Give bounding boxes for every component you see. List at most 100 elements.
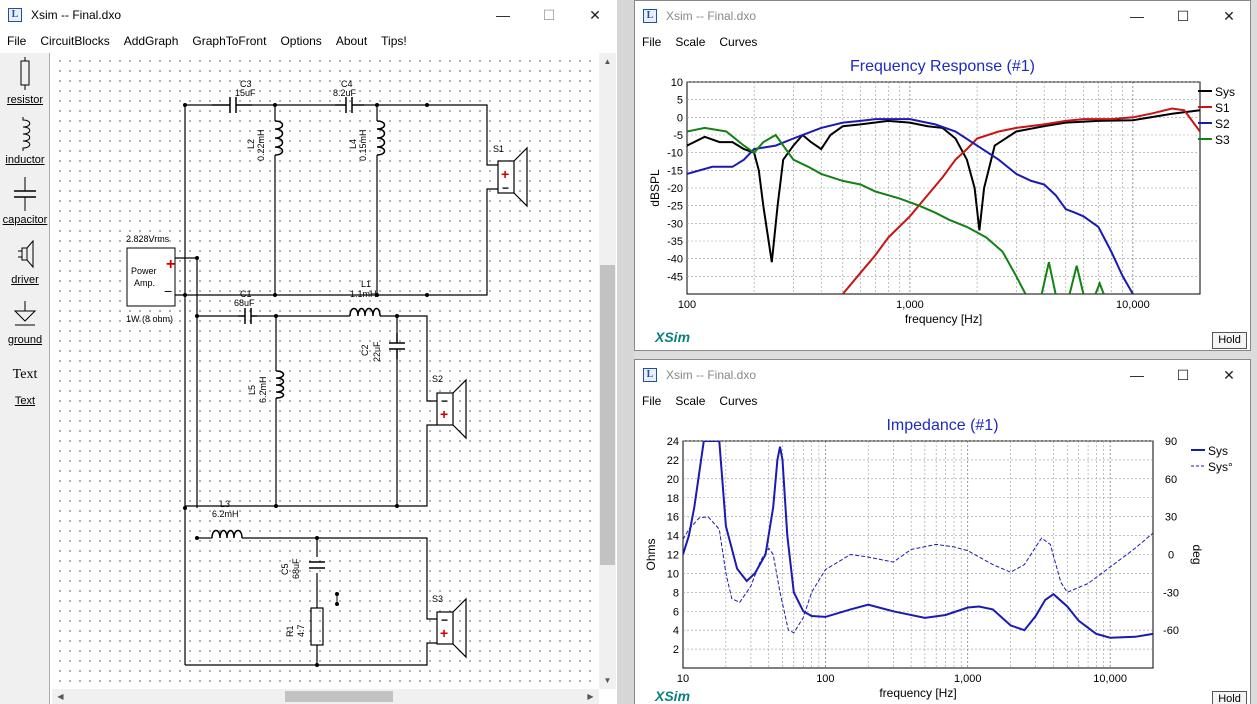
svg-text:+: + <box>166 256 175 273</box>
legend-label: S2 <box>1215 117 1230 131</box>
maximize-icon[interactable]: ☐ <box>542 6 556 23</box>
maximize-icon[interactable]: ☐ <box>1176 7 1190 24</box>
c3-value: 15uF <box>235 88 256 98</box>
c2-value: 22uF <box>372 341 382 362</box>
window-title: Xsim -- Final.dxo <box>666 368 757 382</box>
series-line-s2 <box>687 118 1134 294</box>
c1-value: 68uF <box>234 298 255 308</box>
freq-titlebar[interactable]: L Xsim -- Final.dxo — ☐ ✕ <box>635 1 1250 31</box>
scroll-right-icon[interactable]: ▶ <box>587 692 594 701</box>
tool-label: Text <box>14 395 36 407</box>
background-window-edge <box>617 0 634 704</box>
tool-text[interactable]: Text Text <box>0 367 50 407</box>
y-tick-label: 2 <box>673 644 679 656</box>
menu-circuitblocks[interactable]: CircuitBlocks <box>40 34 110 48</box>
inductor-l5 <box>275 370 285 399</box>
menu-options[interactable]: Options <box>280 34 322 48</box>
y-tick-label: -40 <box>667 254 683 266</box>
svg-text:+: + <box>440 406 448 422</box>
menu-file[interactable]: File <box>7 34 27 48</box>
r1-name: R1 <box>285 625 295 637</box>
scroll-thumb[interactable] <box>285 691 393 702</box>
imp-menubar: File Scale Curves <box>635 390 1250 412</box>
tool-driver[interactable]: driver <box>0 237 50 286</box>
menu-scale[interactable]: Scale <box>675 35 706 49</box>
hold-button[interactable]: Hold <box>1212 691 1247 704</box>
y2-tick-label: 30 <box>1165 512 1177 524</box>
tool-label: resistor <box>6 94 44 106</box>
capacitor-c2 <box>389 333 405 359</box>
series-line-s3 <box>1094 280 1105 294</box>
y-tick-label: 0 <box>677 112 683 124</box>
y-tick-label: -5 <box>673 130 683 142</box>
schematic-window: L Xsim -- Final.dxo — ☐ ✕ File CircuitBl… <box>0 0 618 704</box>
close-icon[interactable]: ✕ <box>589 6 601 23</box>
menu-graphtofront[interactable]: GraphToFront <box>192 34 267 48</box>
x-tick-label: 100 <box>678 299 696 311</box>
r1-value: 4.7 <box>296 624 306 637</box>
y-tick-label: 5 <box>677 95 683 107</box>
x-axis-label: frequency [Hz] <box>879 686 956 700</box>
x-tick-label: 10 <box>677 673 689 685</box>
minimize-icon[interactable]: — <box>1130 367 1144 383</box>
y-tick-label: 14 <box>667 531 679 543</box>
hold-button[interactable]: Hold <box>1212 332 1247 349</box>
y-tick-label: -45 <box>667 271 683 283</box>
schematic-titlebar[interactable]: L Xsim -- Final.dxo — ☐ ✕ <box>0 0 617 30</box>
amp-power-label: 1W (8 ohm) <box>126 314 173 324</box>
c2-name: C2 <box>360 344 370 356</box>
schematic-horizontal-scrollbar[interactable]: ◀ ▶ <box>52 689 599 704</box>
tool-capacitor[interactable]: capacitor <box>0 177 50 226</box>
scroll-down-icon[interactable]: ▼ <box>603 676 612 685</box>
driver-s3-symbol <box>436 597 467 659</box>
schematic-vertical-scrollbar[interactable]: ▲ ▼ <box>599 53 616 689</box>
menu-scale[interactable]: Scale <box>675 394 706 408</box>
scroll-thumb[interactable] <box>600 265 615 565</box>
maximize-icon[interactable]: ☐ <box>1176 366 1190 383</box>
imp-titlebar[interactable]: L Xsim -- Final.dxo — ☐ ✕ <box>635 360 1250 390</box>
tool-ground[interactable]: ground <box>0 297 50 346</box>
menu-curves[interactable]: Curves <box>719 35 758 49</box>
s1-name: S1 <box>493 144 504 154</box>
schematic-canvas[interactable]: + − +− −+ −+ 2.828Vrms Power Amp. <box>52 53 599 689</box>
legend-label: Sys <box>1208 444 1228 458</box>
c1-name: C1 <box>240 289 252 299</box>
tool-label: driver <box>11 274 39 286</box>
inductor-l2 <box>274 120 284 156</box>
schematic-menubar: File CircuitBlocks AddGraph GraphToFront… <box>0 30 617 52</box>
tool-resistor[interactable]: resistor <box>0 57 50 106</box>
menu-curves[interactable]: Curves <box>719 394 758 408</box>
crossover-schematic: + − +− −+ −+ 2.828Vrms Power Amp. <box>126 79 528 667</box>
scroll-up-icon[interactable]: ▲ <box>603 57 612 66</box>
menu-file[interactable]: File <box>642 35 662 49</box>
minimize-icon[interactable]: — <box>496 7 510 23</box>
xsim-logo: XSim <box>655 688 691 704</box>
scroll-left-icon[interactable]: ◀ <box>57 692 64 701</box>
c3-name: C3 <box>240 79 252 89</box>
capacitor-c1 <box>238 308 257 324</box>
xsim-app-icon: L <box>8 8 22 22</box>
y-tick-label: 10 <box>671 77 683 89</box>
menu-about[interactable]: About <box>335 34 368 48</box>
y-tick-label: -35 <box>667 236 683 248</box>
l5-name: L5 <box>247 385 257 395</box>
series-line-s1 <box>842 107 1200 294</box>
xsim-app-icon: L <box>643 368 657 382</box>
menu-addgraph[interactable]: AddGraph <box>123 34 179 48</box>
amp-name-line1: Power <box>131 266 157 276</box>
plot-area <box>682 440 1154 669</box>
svg-text:−: − <box>164 283 172 299</box>
tool-label: ground <box>7 334 43 346</box>
frequency-response-window: L Xsim -- Final.dxo — ☐ ✕ File Scale Cur… <box>634 0 1251 351</box>
capacitor-c4 <box>335 97 364 113</box>
tool-inductor[interactable]: inductor <box>0 117 50 166</box>
y-tick-label: 18 <box>667 493 679 505</box>
l2-name: L2 <box>246 139 256 149</box>
minimize-icon[interactable]: — <box>1130 8 1144 24</box>
menu-tips[interactable]: Tips! <box>381 34 407 48</box>
y-tick-label: 6 <box>673 606 679 618</box>
close-icon[interactable]: ✕ <box>1223 7 1235 24</box>
l1-value: 1.1mH <box>350 289 377 299</box>
menu-file[interactable]: File <box>642 394 662 408</box>
close-icon[interactable]: ✕ <box>1223 366 1235 383</box>
